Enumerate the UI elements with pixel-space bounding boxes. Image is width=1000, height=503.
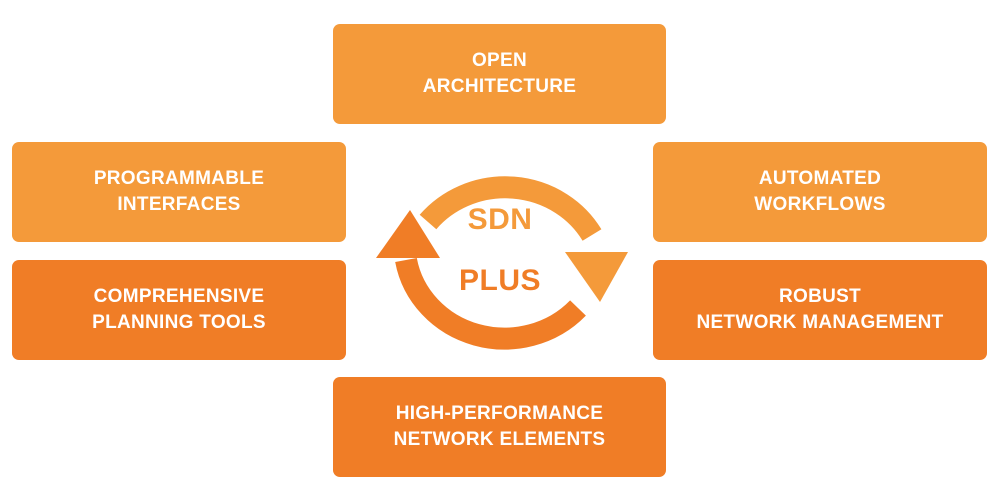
programmable-interfaces-box: PROGRAMMABLE INTERFACES [12, 142, 346, 242]
upper-cycle-arrow [419, 176, 602, 241]
comprehensive-planning-tools-box: COMPREHENSIVE PLANNING TOOLS [12, 260, 346, 360]
box-label-line: PROGRAMMABLE [93, 168, 265, 189]
box-label-line: PLANNING TOOLS [92, 312, 266, 333]
automated-workflows-box: AUTOMATED WORKFLOWS [653, 142, 987, 242]
cycle-arrows-icon [376, 176, 628, 350]
box-label-line: OPEN [471, 50, 528, 71]
sdn-label: SDN [467, 203, 533, 236]
box-label-line: COMPREHENSIVE [93, 286, 265, 307]
lower-arrowhead-icon [376, 210, 440, 258]
box-label-line: ROBUST [778, 286, 862, 307]
open-architecture-box: OPEN ARCHITECTURE [333, 24, 666, 124]
box-label-line: NETWORK MANAGEMENT [696, 312, 944, 333]
box-label-line: ARCHITECTURE [422, 76, 577, 97]
upper-arrowhead-icon [565, 252, 628, 302]
box-label-line: WORKFLOWS [754, 194, 886, 215]
plus-label: PLUS [458, 264, 541, 297]
high-performance-network-elements-box: HIGH-PERFORMANCE NETWORK ELEMENTS [333, 377, 666, 477]
box-label-line: AUTOMATED [758, 168, 882, 189]
box-label-line: HIGH-PERFORMANCE [395, 403, 604, 424]
lower-cycle-arrow [395, 257, 586, 350]
box-label-line: NETWORK ELEMENTS [393, 429, 606, 450]
box-label-line: INTERFACES [117, 194, 241, 215]
robust-network-management-box: ROBUST NETWORK MANAGEMENT [653, 260, 987, 360]
